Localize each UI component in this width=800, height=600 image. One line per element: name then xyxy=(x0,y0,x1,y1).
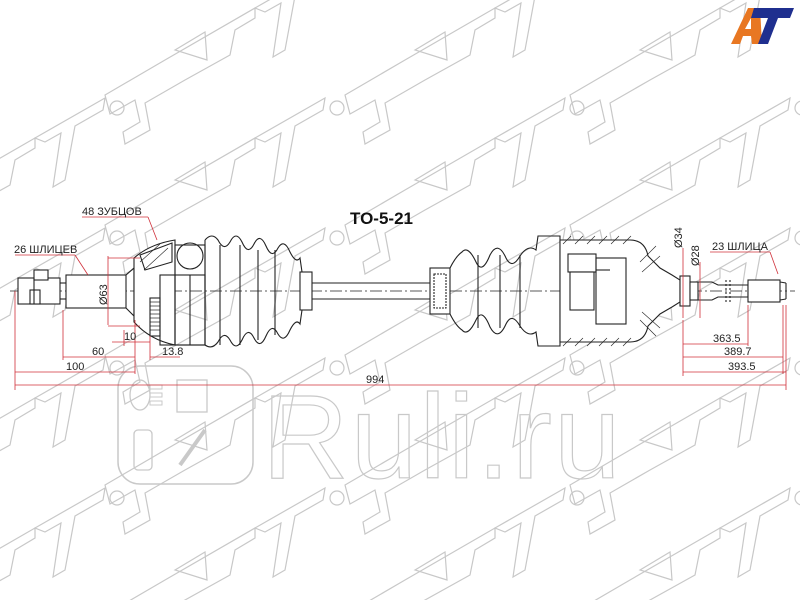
dimension-363-5: 363.5 xyxy=(713,333,741,345)
dimension-60: 60 xyxy=(92,346,105,358)
ruli-watermark-text: Ruli.ru xyxy=(261,369,623,504)
inner-diameter-small-label: Ø28 xyxy=(690,245,702,266)
dimension-13-8: 13.8 xyxy=(162,346,184,358)
abs-teeth-label: 48 ЗУБЦОВ xyxy=(82,206,142,218)
outer-diameter-label: Ø63 xyxy=(98,284,110,305)
dimension-994: 994 xyxy=(366,374,385,386)
dimension-393-5: 393.5 xyxy=(728,361,756,373)
inner-diameter-large-label: Ø34 xyxy=(673,227,685,248)
at-logo xyxy=(731,8,794,44)
dimension-100: 100 xyxy=(66,361,85,373)
dimension-10: 10 xyxy=(124,331,137,343)
outer-splines-label: 26 ШЛИЦЕВ xyxy=(14,244,78,256)
part-number-title: TO-5-21 xyxy=(350,209,413,228)
inner-splines-label: 23 ШЛИЦА xyxy=(712,241,768,253)
dimension-389-7: 389.7 xyxy=(724,346,752,358)
